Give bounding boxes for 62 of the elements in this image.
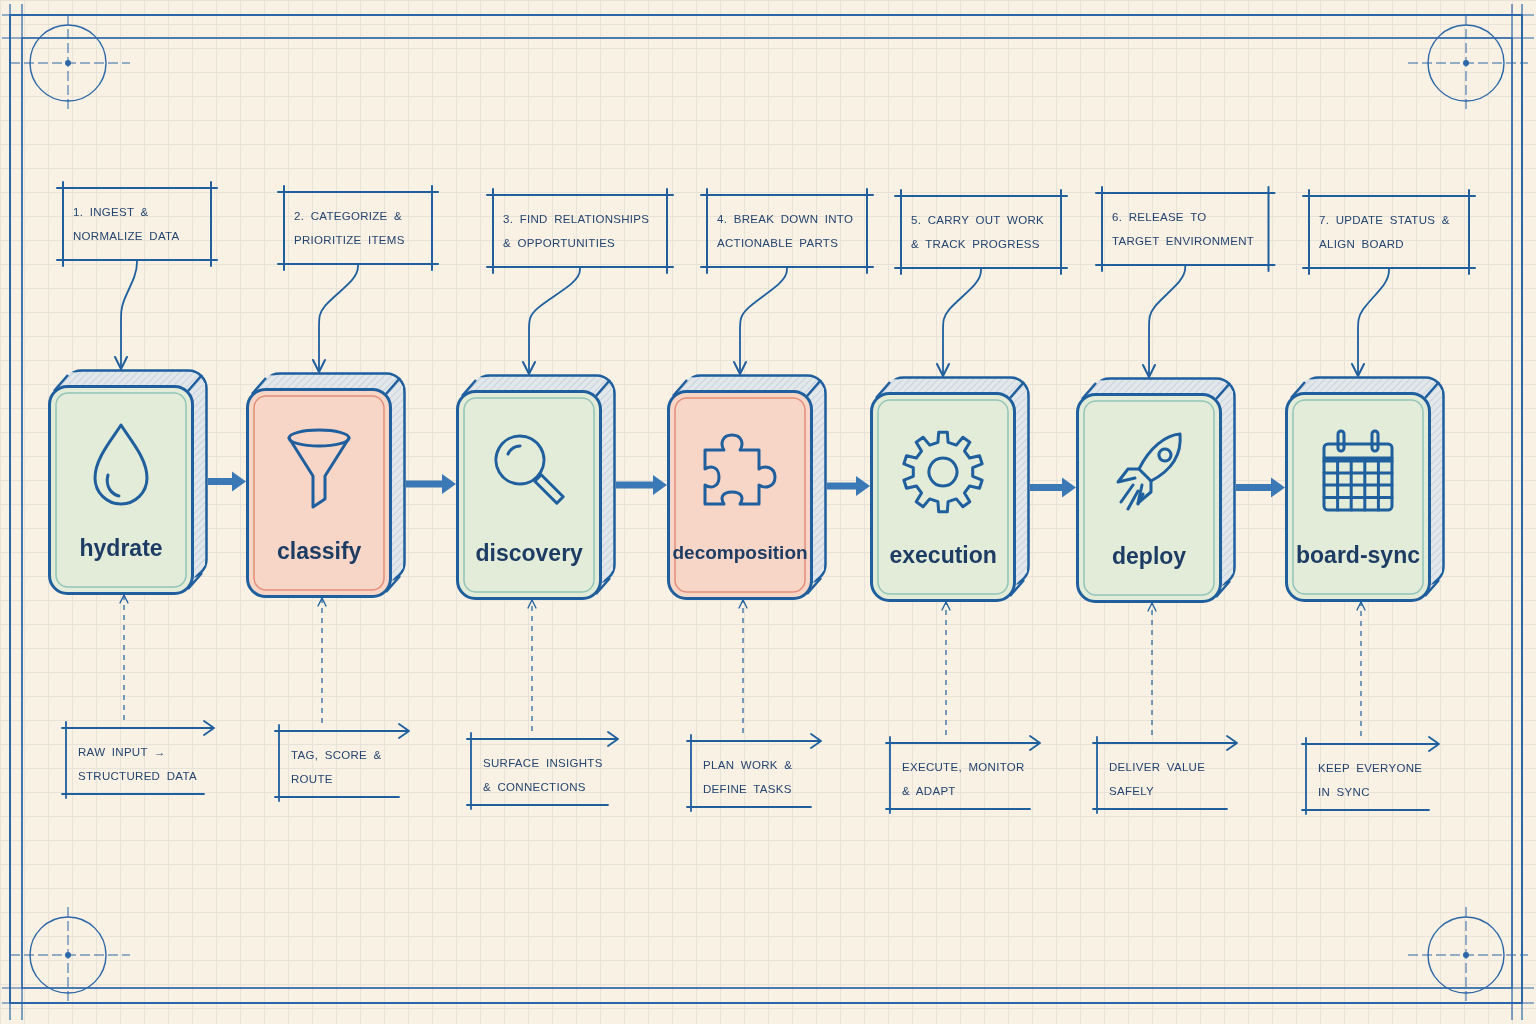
note-frame — [467, 731, 620, 811]
dashed-arrow — [527, 599, 537, 732]
callout-text: 2. CATEGORIZE & PRIORITIZE ITEMS — [294, 209, 406, 248]
process-block — [456, 374, 616, 600]
callout-text: 6. RELEASE TO TARGET ENVIRONMENT — [1112, 210, 1256, 249]
dashed-arrow — [941, 601, 951, 736]
callout-box — [1303, 190, 1475, 274]
flow-arrow — [616, 475, 667, 495]
callout-text: 5. CARRY OUT WORK & TRACK PROGRESS — [911, 213, 1045, 252]
dashed-arrow — [1356, 601, 1366, 737]
note-text: EXECUTE, MONITOR & ADAPT — [902, 760, 1026, 799]
leader-arrow — [1351, 267, 1390, 377]
process-block — [667, 374, 827, 600]
leader-arrow — [312, 263, 359, 373]
leader-arrow — [733, 266, 788, 375]
callout-box — [1096, 187, 1275, 271]
step-label: discovery — [475, 539, 583, 568]
callout-box — [278, 186, 438, 270]
flow-arrow — [1236, 477, 1285, 498]
note-text: DELIVER VALUE SAFELY — [1109, 760, 1207, 799]
leader-arrow — [522, 266, 581, 375]
step-label: board-sync — [1296, 541, 1420, 570]
process-block — [1076, 377, 1236, 603]
process-block — [1285, 376, 1445, 602]
dashed-arrow — [1147, 602, 1157, 736]
note-frame — [1093, 735, 1239, 815]
dashed-arrow — [119, 594, 129, 721]
flow-arrow — [208, 471, 246, 492]
note-frame — [886, 735, 1042, 815]
note-frame — [275, 723, 411, 803]
process-block — [48, 369, 208, 595]
note-frame — [62, 720, 216, 800]
callout-box — [895, 190, 1067, 274]
step-label: deploy — [1112, 542, 1187, 571]
note-text: TAG, SCORE & ROUTE — [291, 748, 383, 787]
callout-text: 4. BREAK DOWN INTO ACTIONABLE PARTS — [717, 212, 855, 251]
note-text: RAW INPUT → STRUCTURED DATA — [78, 745, 198, 784]
step-label: execution — [889, 541, 997, 570]
note-text: SURFACE INSIGHTS & CONNECTIONS — [483, 756, 604, 795]
process-block — [870, 376, 1030, 602]
callout-text: 3. FIND RELATIONSHIPS & OPPORTUNITIES — [503, 212, 651, 251]
callout-text: 7. UPDATE STATUS & ALIGN BOARD — [1319, 213, 1451, 252]
callout-box — [487, 189, 673, 273]
leader-arrow — [936, 267, 982, 377]
step-label: decomposition — [672, 541, 808, 565]
leader-arrow — [114, 259, 138, 370]
flow-arrow — [827, 476, 870, 496]
step-label: classify — [277, 537, 362, 566]
flow-arrow — [1030, 477, 1076, 498]
process-block — [246, 372, 406, 598]
dashed-arrow — [317, 597, 327, 724]
note-text: PLAN WORK & DEFINE TASKS — [703, 758, 794, 797]
note-frame — [1302, 736, 1441, 816]
step-label: hydrate — [79, 534, 163, 563]
callout-box — [57, 182, 217, 266]
leader-arrow — [1142, 264, 1187, 378]
dashed-arrow — [738, 599, 748, 734]
flow-arrow — [406, 474, 456, 494]
callout-box — [701, 189, 873, 273]
note-text: KEEP EVERYONE IN SYNC — [1318, 761, 1424, 800]
note-frame — [687, 733, 823, 813]
callout-text: 1. INGEST & NORMALIZE DATA — [73, 205, 181, 244]
